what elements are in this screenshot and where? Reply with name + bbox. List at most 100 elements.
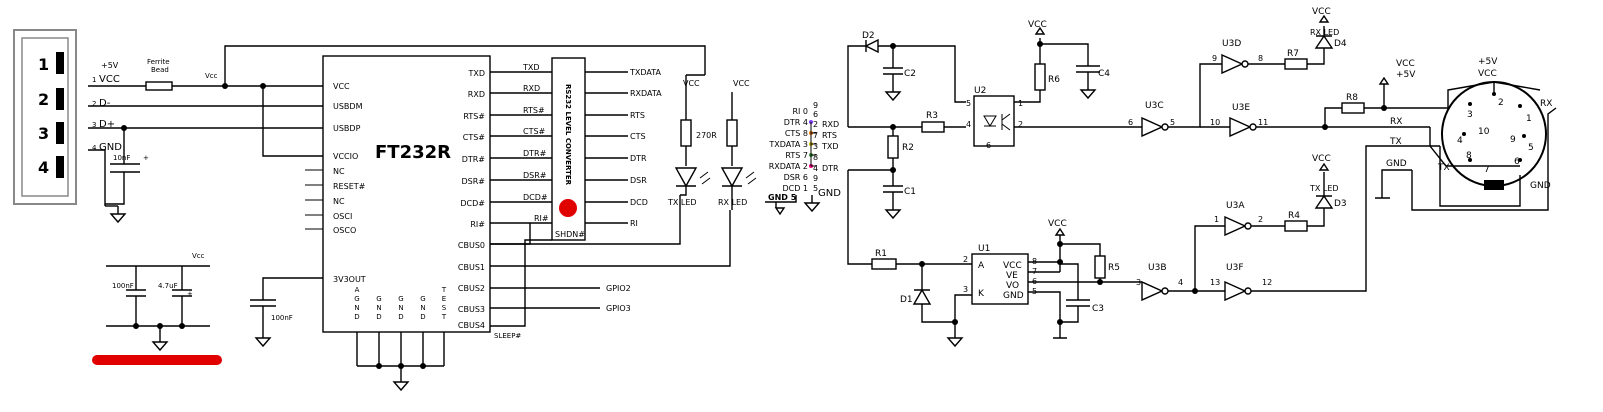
usb-vcc-label: Vcc <box>205 72 218 80</box>
c1-label: C1 <box>904 187 916 197</box>
svg-text:G: G <box>354 295 359 303</box>
ft-left-nc1: NC <box>333 167 345 176</box>
decoupling-plus: + <box>187 290 193 298</box>
ft-right-cbus4: CBUS4 <box>458 321 485 330</box>
r8-label: R8 <box>1346 93 1358 103</box>
usb-pin4-name: GND <box>99 142 122 153</box>
ft-left-usbdm: USBDM <box>333 102 363 111</box>
usb-cap-label: 10nF <box>113 154 130 162</box>
ft-right-cbus2: CBUS2 <box>458 284 485 293</box>
db9-gnd-right: GND <box>818 188 841 199</box>
gpio2-label: GPIO2 <box>606 284 631 293</box>
r7-label: R7 <box>1287 49 1299 59</box>
ft-gnd-pin-labels: A G N D G N D G N D G N D T E S T <box>354 286 447 321</box>
conv-in-txd: TXD <box>522 63 540 72</box>
svg-text:GND: GND <box>1003 291 1024 301</box>
svg-text:6: 6 <box>1514 157 1520 167</box>
gpio3-label: GPIO3 <box>606 304 631 313</box>
decoupling-vcc: Vcc <box>192 252 205 260</box>
usb-pin4-num: 4 <box>92 144 97 152</box>
svg-text:2: 2 <box>1258 215 1263 224</box>
d4-vcc: VCC <box>1312 7 1331 17</box>
svg-text:D: D <box>354 313 359 321</box>
led-vcc-1: VCC <box>683 79 700 88</box>
u1-vcc: VCC <box>1048 219 1067 229</box>
svg-text:E: E <box>442 295 446 303</box>
u1-optocoupler: U1 A K VCC VE VO GND 2 3 8 7 6 5 <box>963 244 1037 305</box>
converter-red-dot <box>559 199 577 217</box>
din-rx: RX <box>1540 99 1552 109</box>
r4-label: R4 <box>1288 211 1300 221</box>
conv-out-ri: RI <box>630 219 638 228</box>
ft-3v3-cap: 100nF <box>271 314 293 322</box>
conv-out-cts: CTS <box>630 132 646 141</box>
ft232r-name: FT232R <box>375 142 451 163</box>
db9-left-1: DTR 4 <box>784 118 808 127</box>
d3-vcc: VCC <box>1312 154 1331 164</box>
db9-num-7: 9 <box>813 174 818 183</box>
ft-left-vccio: VCCIO <box>333 152 358 161</box>
db9-left-4: RTS 7 <box>785 151 808 160</box>
rs232-level-converter: RS232 LEVEL CONVERTER SHDN# <box>551 57 586 241</box>
d4-label: D4 <box>1334 39 1347 49</box>
svg-text:4: 4 <box>966 120 971 129</box>
ft-left-osci: OSCI <box>333 212 352 221</box>
conv-in-dtr: DTR# <box>523 149 547 158</box>
c2-label: C2 <box>904 69 916 79</box>
tx-line-label: TX <box>1389 137 1402 147</box>
ft-right-cbus3: CBUS3 <box>458 305 485 314</box>
rx-led-symbol <box>720 167 744 188</box>
r5-label: R5 <box>1108 263 1120 273</box>
ft-right-txd: TXD <box>467 69 485 78</box>
usb-pin3-num: 3 <box>92 121 96 129</box>
svg-text:VE: VE <box>1006 271 1018 281</box>
left-led-section: VCC VCC 270R TX LED RX LED <box>667 74 757 210</box>
db9-right-dtr: DTR <box>822 164 839 173</box>
ft-right-cbus0: CBUS0 <box>458 241 485 250</box>
c4-label: C4 <box>1098 69 1110 79</box>
tx-led-symbol <box>674 167 698 188</box>
conv-out-dcd: DCD <box>630 198 648 207</box>
svg-text:10: 10 <box>1478 127 1490 137</box>
d3-label: D3 <box>1334 199 1347 209</box>
svg-text:6: 6 <box>1128 118 1133 127</box>
diode-d2 <box>864 38 879 54</box>
conv-in-ri: RI# <box>534 214 549 223</box>
svg-text:8: 8 <box>1466 151 1472 161</box>
ft232r-chip: FT232R VCC USBDM USBDP VCCIO NC RESET# N… <box>322 55 491 333</box>
c3-label: C3 <box>1092 304 1104 314</box>
db9-num-5: 8 <box>813 153 818 162</box>
u1-label: U1 <box>978 244 990 254</box>
usb-pin-glyph-2: 2 <box>38 90 49 109</box>
tx-led-right: TX LED <box>1309 184 1339 193</box>
db9-right-txd: TXD <box>821 142 839 151</box>
gnd-line-label: GND <box>1386 159 1407 169</box>
svg-text:1: 1 <box>1526 114 1532 124</box>
svg-text:2: 2 <box>1498 98 1504 108</box>
conv-in-rxd: RXD <box>523 84 540 93</box>
usb-pin-glyph-1: 1 <box>38 55 49 74</box>
db9-left-3: TXDATA 3 <box>768 140 808 149</box>
usb-pin3-name: D+ <box>99 119 115 130</box>
r3-label: R3 <box>926 111 938 121</box>
u3d-name: U3D <box>1222 39 1241 49</box>
db9-left-6: DSR 6 <box>784 173 808 182</box>
db9-left-7: DCD 1 <box>782 184 808 193</box>
din-top-5v: +5V <box>1478 57 1498 67</box>
usb-vbus-note: +5V <box>101 61 119 70</box>
r6-label: R6 <box>1048 75 1060 85</box>
svg-text:N: N <box>376 304 381 312</box>
svg-text:3: 3 <box>1136 278 1141 287</box>
svg-text:9: 9 <box>1510 135 1516 145</box>
tx-led-label: TX LED <box>667 198 697 207</box>
svg-text:G: G <box>376 295 381 303</box>
ft-right-cbus1: CBUS1 <box>458 263 485 272</box>
conv-out-dtr: DTR <box>630 154 647 163</box>
conv-out-rxdata: RXDATA <box>630 89 662 98</box>
ft-3v3out: 3V3OUT <box>333 275 366 284</box>
svg-text:N: N <box>398 304 403 312</box>
db9-gnd-left: GND 5 <box>768 193 797 202</box>
svg-text:A: A <box>355 286 360 294</box>
db9-num-6: 4 <box>813 164 818 173</box>
d1-label: D1 <box>900 295 913 305</box>
